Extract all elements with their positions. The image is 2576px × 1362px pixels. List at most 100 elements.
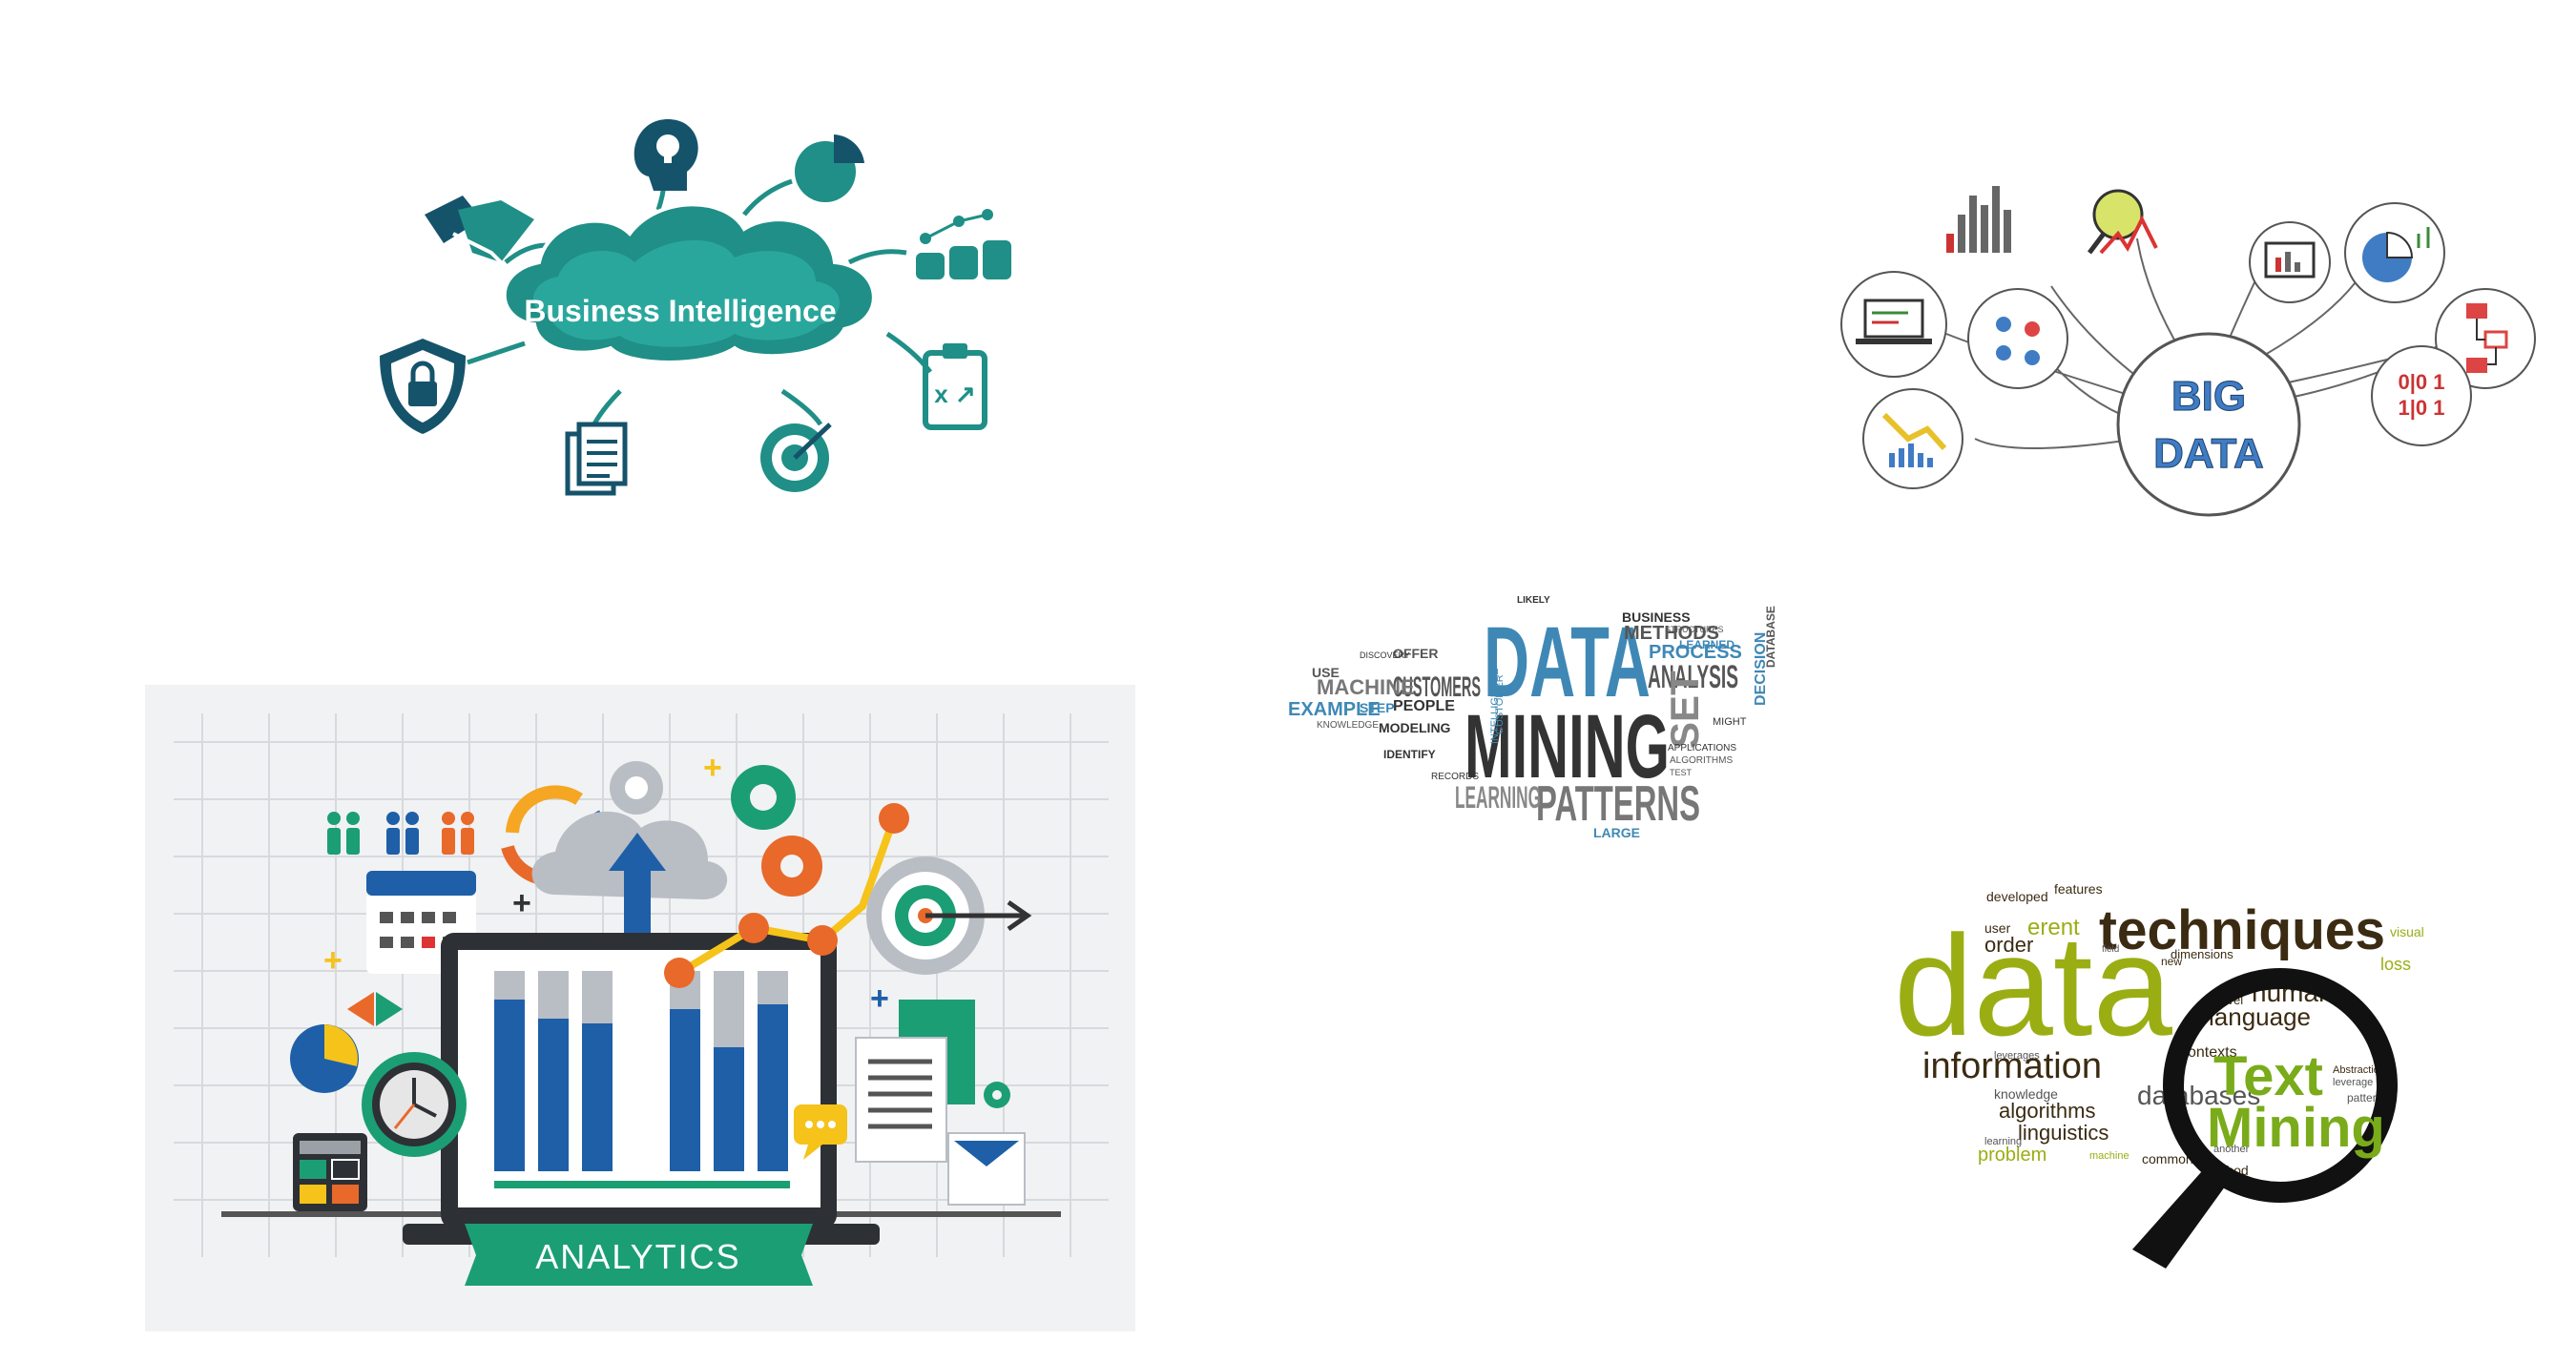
ribbon-icon [347,992,403,1026]
clock-icon [362,1052,467,1157]
word-likely: LIKELY [1517,595,1550,606]
word-visual: visual [2390,924,2424,939]
gear-icon [731,765,1010,1108]
calculator-icon [293,1133,367,1211]
word-large: LARGE [1593,825,1640,840]
word-decision: DECISION [1753,632,1769,706]
svg-text:x ↗: x ↗ [934,380,975,408]
coin-network-icon [916,209,1011,279]
word-people: PEOPLE [1393,698,1455,714]
word-dimensions: dimensions [2171,947,2233,961]
svg-text:+: + [703,750,722,786]
word-database: DATABASE [1764,606,1775,668]
connector-arrows [467,156,932,431]
word-use: USE [1312,665,1340,680]
word-test: TEST [1670,768,1693,777]
binary-icon: 0|0 1 1|0 1 [2371,345,2472,446]
pie-circle-icon [2344,202,2445,303]
pie-chart-icon [290,1024,359,1093]
word-mining: Mining [2207,1097,2385,1159]
word-customers: CUSTOMERS [1393,671,1481,703]
word-methods: METHODS [1624,623,1719,644]
big-data-illustration: BIG DATA [1803,153,2547,534]
document-stack-icon [855,1000,975,1163]
word-knowledge: knowledge [1994,1086,2058,1102]
word-user: user [1984,920,2011,936]
word-techniques: techniques [2099,899,2385,961]
word-intelligence: INTELLIGENCE [1489,669,1501,744]
chat-bubble-icon [794,1104,847,1160]
word-erent: erent [2027,915,2080,940]
word-business: BUSINESS [1622,609,1691,625]
big-label: BIG [2171,373,2246,420]
word-example: EXAMPLE [1288,699,1381,720]
data-label: DATA [2153,430,2264,477]
word-common: common [2142,1151,2193,1166]
magnifying-glass-icon [2132,968,2398,1269]
bar-chart-icon [1946,186,2011,253]
svg-text:+: + [870,980,889,1017]
word-text: Text [2213,1045,2323,1107]
word-learning: learning [1984,1136,2022,1147]
business-intelligence-illustration: Business Intelligence [353,105,1021,506]
word-discovery: DISCOVERY [1360,650,1410,660]
word-machine: MACHINE [1317,675,1415,699]
word-problem: problem [1978,1145,2046,1166]
word-features: features [2054,881,2103,897]
word-order: order [1984,933,2033,957]
word-data: data [1894,905,2173,1065]
trend-line [664,803,909,988]
word-linguistics: linguistics [2018,1121,2109,1145]
handshake-icon [425,196,534,264]
document-icon [565,422,628,496]
word-another: another [2213,1144,2250,1155]
word-learning: LEARNING [1455,780,1541,815]
analytics-illustration: + + + + + [145,685,1135,1331]
word-algorithms: algorithms [1999,1099,2095,1123]
analytics-banner: ANALYTICS [465,1224,813,1286]
laptop-icon [403,933,880,1245]
word-step: STEP [1360,700,1395,715]
svg-text:1|0 1: 1|0 1 [2399,396,2445,420]
svg-text:+: + [323,942,343,979]
cloud-shape [502,202,876,364]
word-structures: STRUCTURES [1665,625,1724,634]
big-data-hub: BIG DATA [2116,332,2301,517]
magnifier-chart-icon [2088,189,2158,255]
word-loss: loss [2380,955,2411,974]
word-customer: CUSTOMER [1494,674,1506,734]
word-databases: databases [2137,1081,2260,1110]
word-language: language [2209,1002,2311,1031]
word-leverage: leverage [2333,1077,2373,1088]
word-might: MIGHT [1713,716,1747,728]
growth-chart-icon [1862,388,1963,489]
laptop-icon [1840,271,1947,378]
svg-text:+: + [512,885,531,921]
word-identify: IDENTIFY [1383,748,1436,761]
strategy-clipboard-icon: x ↗ [923,343,987,430]
monitor-icon [2249,221,2331,303]
envelope-icon [947,1132,1026,1206]
bi-title: Business Intelligence [524,294,836,328]
word-set: SET [1662,671,1707,749]
flowchart-icon [2435,288,2536,389]
word-process: PROCESS [1649,642,1742,663]
word-mining: MINING [1465,696,1670,797]
data-mining-word-cloud: DATA MINING PATTERNS CUSTOMERS LEARNING … [1278,558,1777,844]
word-information: information [1922,1046,2102,1086]
people-icon [327,812,474,855]
lightbulb-head-icon [634,119,698,191]
word-new: new [2161,955,2182,968]
svg-text:0|0 1: 0|0 1 [2399,370,2445,394]
target-icon [866,856,1032,975]
word-patterns: PATTERNS [1536,776,1700,832]
word-algorithms: ALGORITHMS [1670,755,1733,766]
analytics-title: ANALYTICS [535,1237,740,1276]
word-leverages: leverages [1994,1050,2040,1062]
word-data: DATA [1484,607,1651,718]
text-mining-illustration: data techniques information databases la… [1894,877,2457,1278]
word-applications: APPLICATIONS [1668,743,1736,753]
shield-lock-icon [380,339,466,434]
word-field: field [2102,944,2119,955]
word-machine: machine [2089,1150,2129,1162]
